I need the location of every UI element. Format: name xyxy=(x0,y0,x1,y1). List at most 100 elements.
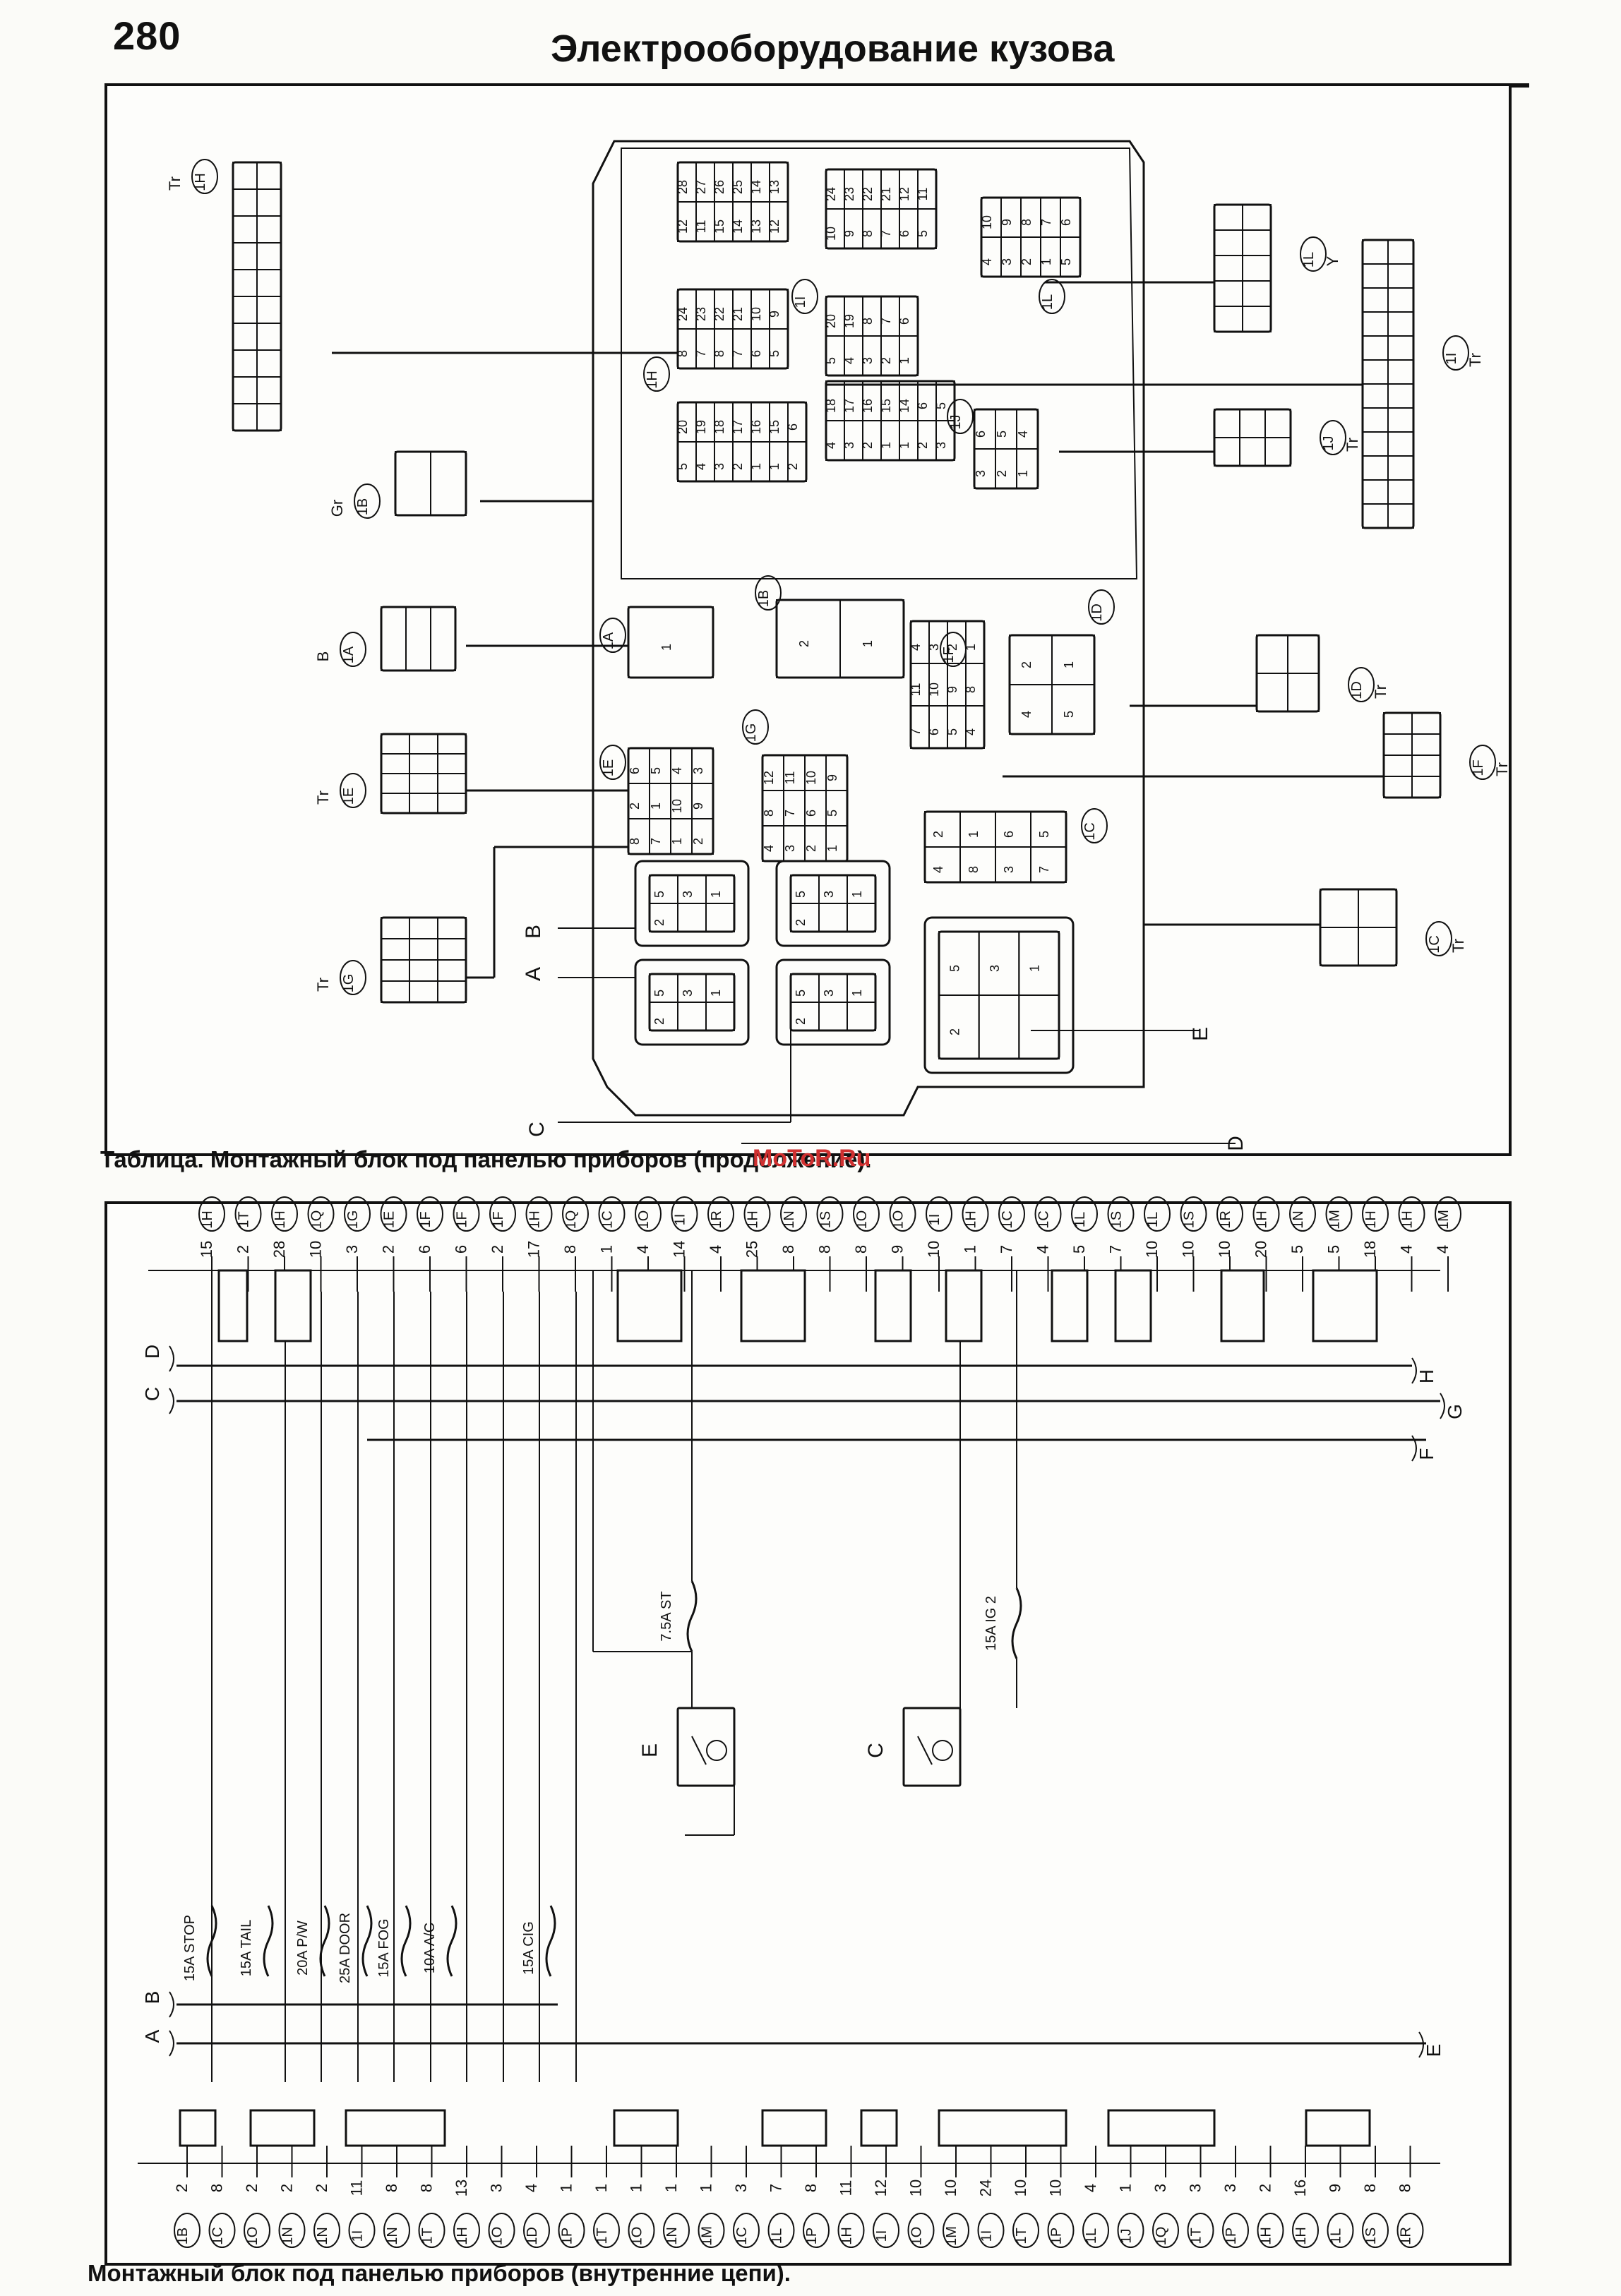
top-pin-1R-badge xyxy=(1216,1196,1243,1232)
ext-connector-1J-pin xyxy=(1264,437,1291,467)
top-pin-number: 28 xyxy=(270,1241,288,1258)
top-pin-group-7 xyxy=(1114,1269,1152,1342)
block-1I-lower-pin-label: 16 xyxy=(861,399,875,413)
block-1I-mid-pin-label: 6 xyxy=(897,318,911,325)
bottom-pin-group-7 xyxy=(1107,2109,1216,2147)
schematic-relay-E xyxy=(676,1707,736,1787)
bottom-pin-group-6 xyxy=(938,2109,1067,2147)
ext-connector-1H-color: Tr xyxy=(166,176,184,191)
top-pin-1G-badge xyxy=(344,1196,371,1232)
top-pin-1C-badge-text: 1C xyxy=(1000,1210,1015,1229)
fuse-label-0: 15A STOP xyxy=(182,1915,198,1981)
bottom-pin-number: 16 xyxy=(1291,2180,1309,2196)
bottom-pin-1J-badge xyxy=(1117,2213,1144,2248)
block-1D-pin-label: 1 xyxy=(1062,661,1076,668)
relay-C-pins-pin-label: 2 xyxy=(794,1018,808,1025)
top-pin-number: 15 xyxy=(198,1241,215,1258)
top-pin-number: 6 xyxy=(453,1245,470,1254)
block-1J-pin-label: 1 xyxy=(1016,470,1030,477)
top-pin-group-8 xyxy=(1220,1269,1265,1342)
top-pin-1M-badge xyxy=(1435,1196,1461,1232)
block-1C-pin xyxy=(1030,846,1067,883)
bottom-pin-1O-badge xyxy=(907,2213,935,2248)
block-1I-mid-pin-label: 4 xyxy=(842,357,856,364)
block-1E-pin xyxy=(691,818,714,855)
block-1B-pin xyxy=(839,599,904,678)
bus-label-B: B xyxy=(141,1991,163,2005)
bottom-pin-1L-badge-text: 1L xyxy=(1329,2228,1344,2244)
bottom-pin-1N-badge xyxy=(313,2213,340,2248)
bottom-pin-1O-badge xyxy=(488,2213,515,2248)
bottom-pin-1N-badge xyxy=(278,2213,306,2248)
block-1L-pin xyxy=(1060,236,1081,277)
bottom-pin-number: 10 xyxy=(907,2180,925,2196)
top-pin-1F-badge xyxy=(489,1196,516,1232)
block-1H-lower-pin-label: 20 xyxy=(676,420,690,434)
block-1L-pin-label: 6 xyxy=(1059,219,1073,226)
block-1H-lower-pin-label: 6 xyxy=(786,423,800,431)
block-1H-upper-pin-label: 12 xyxy=(676,220,690,234)
bus-label-D: D xyxy=(141,1345,163,1359)
bottom-pin-1P-badge xyxy=(803,2213,830,2248)
bottom-pin-number: 2 xyxy=(313,2184,330,2192)
top-pin-number: 10 xyxy=(307,1241,325,1258)
block-1I-upper-pin-label: 21 xyxy=(879,187,893,201)
top-pin-group-1 xyxy=(274,1269,312,1342)
bottom-pin-1H-badge-text: 1H xyxy=(1293,2227,1309,2245)
bottom-pin-1C-badge xyxy=(733,2213,760,2248)
bottom-pin-1M-badge-text: 1M xyxy=(944,2226,959,2246)
bottom-pin-1D-badge xyxy=(523,2213,550,2248)
bottom-pin-number: 1 xyxy=(1117,2184,1135,2192)
bottom-pin-1T-badge xyxy=(1012,2213,1039,2248)
block-1H-upper-pin-label: 27 xyxy=(694,180,708,194)
block-1I-upper-pin-label: 12 xyxy=(897,187,911,201)
top-pin-1F-badge xyxy=(417,1196,443,1232)
bottom-pin-1N-badge-text: 1N xyxy=(664,2227,680,2245)
ext-connector-1G-badge-text: 1G xyxy=(341,974,357,993)
top-pin-1N-badge-text: 1N xyxy=(1291,1210,1306,1229)
top-pin-1M-badge xyxy=(1325,1196,1353,1232)
top-pin-number: 3 xyxy=(343,1245,361,1254)
bottom-pin-1T-badge xyxy=(1187,2213,1214,2248)
top-pin-number: 20 xyxy=(1252,1241,1270,1258)
top-pin-1L-badge-text: 1L xyxy=(1145,1212,1161,1227)
block-1H-mid-pin-label: 21 xyxy=(731,307,745,321)
bottom-pin-1H-badge xyxy=(837,2213,865,2248)
bottom-pin-1H-badge xyxy=(1292,2213,1319,2248)
fuse-label-1: 15A TAIL xyxy=(239,1920,254,1976)
top-pin-1M-badge-text: 1M xyxy=(1327,1210,1343,1230)
top-pin-1H-badge xyxy=(743,1196,771,1232)
bottom-pin-1B-badge xyxy=(174,2213,201,2248)
block-1I-upper-pin-label: 8 xyxy=(861,230,875,237)
top-pin-1F-badge xyxy=(453,1196,480,1232)
bottom-pin-number: 12 xyxy=(872,2180,890,2196)
fuse-label-3: 25A DOOR xyxy=(337,1913,353,1983)
bottom-pin-1T-badge-text: 1T xyxy=(594,2228,610,2244)
top-pin-1F-badge-text: 1F xyxy=(455,1211,470,1227)
block-1E-pin-label: 2 xyxy=(691,838,705,845)
block-1I-lower-pin-label: 1 xyxy=(879,442,893,449)
junction-block-outline xyxy=(592,140,1145,1117)
block-1H-lower-pin-label: 3 xyxy=(712,463,726,470)
bus-label-C: C xyxy=(141,1387,163,1401)
ext-connector-1I-badge-text: 1I xyxy=(1444,353,1459,365)
block-1F-pin-label: 5 xyxy=(945,728,959,735)
bottom-pin-1C-badge-text: 1C xyxy=(734,2227,750,2245)
block-label-1E-badge-text: 1E xyxy=(601,759,616,776)
top-pin-1Q-badge-text: 1Q xyxy=(309,1210,325,1230)
block-1F-pin-label: 9 xyxy=(945,686,959,693)
block-1L-pin-label: 4 xyxy=(980,258,994,265)
top-pin-1R-badge-text: 1R xyxy=(1218,1210,1233,1229)
bottom-pin-number: 3 xyxy=(1221,2184,1239,2192)
fuse-label-8: 15A IG 2 xyxy=(983,1596,999,1651)
block-1I-mid-pin-label: 5 xyxy=(824,357,838,364)
bottom-pin-group-3 xyxy=(613,2109,679,2147)
bottom-pin-number: 4 xyxy=(1082,2184,1099,2192)
bottom-pin-1I-badge-text: 1I xyxy=(350,2230,366,2242)
block-1H-lower-pin-label: 2 xyxy=(731,463,745,470)
bottom-pin-1O-badge-text: 1O xyxy=(490,2227,506,2246)
top-pin-1I-badge-text: 1I xyxy=(673,1214,688,1226)
ext-connector-1F-pin xyxy=(1411,776,1441,798)
block-1H-upper-pin-label: 26 xyxy=(712,180,726,194)
